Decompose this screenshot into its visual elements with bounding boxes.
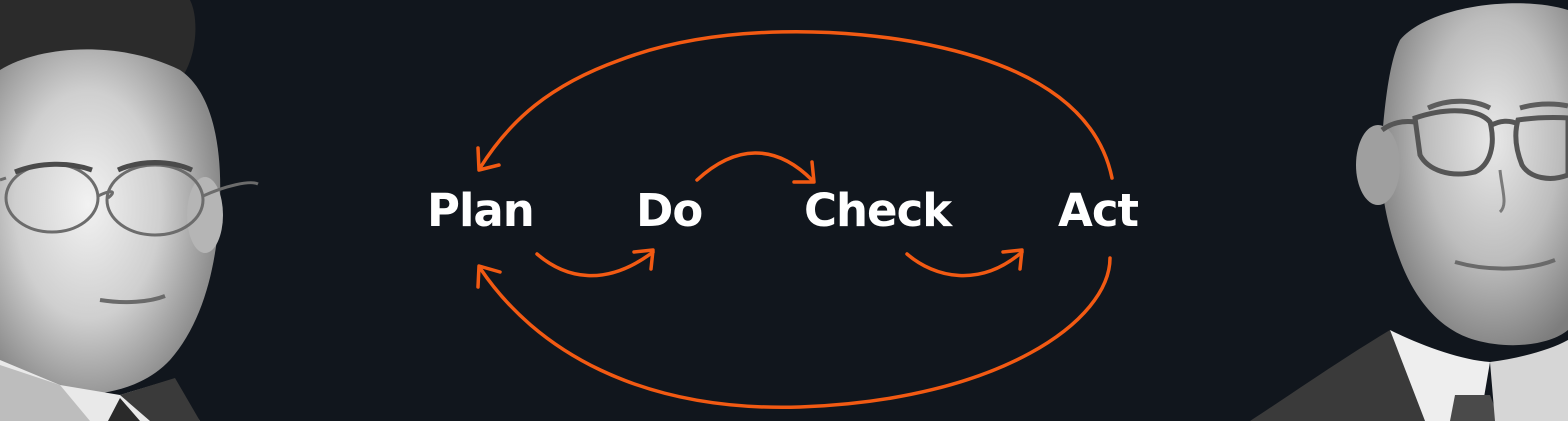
step-label-check: Check	[804, 184, 952, 237]
step-label-plan: Plan	[427, 184, 535, 237]
arrow-plan-to-do	[535, 248, 655, 278]
arrow-do-to-check	[695, 151, 816, 184]
step-label-do: Do	[636, 184, 703, 237]
portrait-right	[1250, 3, 1568, 421]
arrow-act-to-plan-bottom	[476, 256, 1112, 410]
step-label-act: Act	[1058, 184, 1139, 237]
portrait-left	[0, 0, 259, 421]
arrow-check-to-act	[905, 248, 1024, 278]
arrow-act-to-plan-top	[476, 29, 1114, 180]
